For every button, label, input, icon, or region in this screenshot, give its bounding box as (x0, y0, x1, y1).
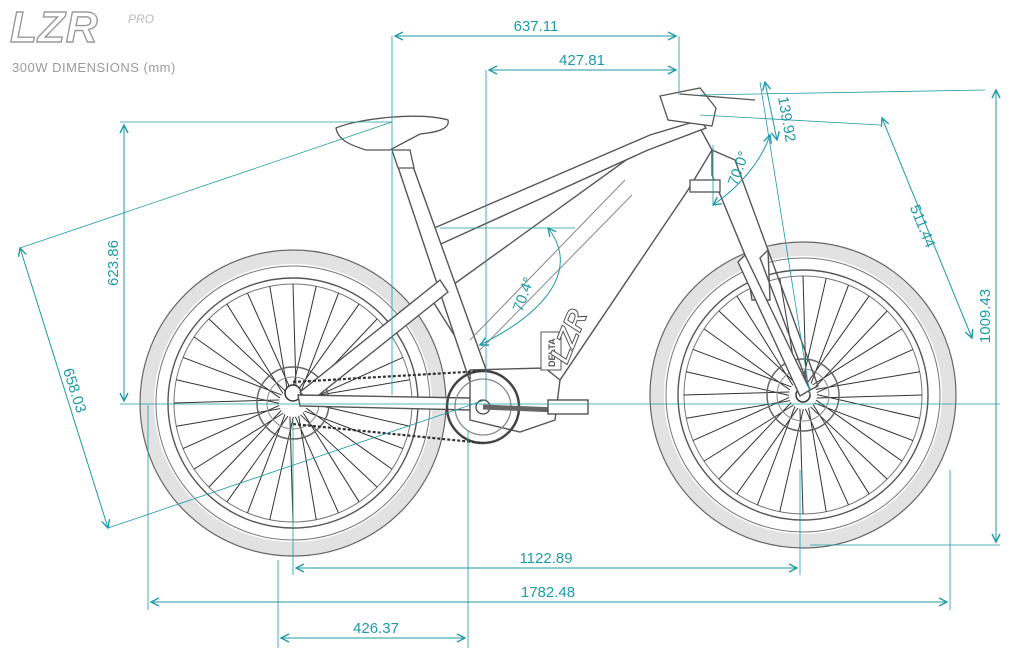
spoke (808, 407, 827, 512)
spoke (804, 408, 849, 506)
chain (292, 369, 484, 445)
front-wheel (649, 241, 957, 549)
front-disc-rotor (766, 358, 840, 432)
spoke (814, 310, 888, 388)
spoke (779, 408, 804, 512)
spoke (802, 275, 807, 382)
spoke (686, 371, 790, 396)
spoke (176, 408, 281, 427)
spoke (718, 402, 792, 480)
spoke (807, 295, 870, 383)
chain-stay (297, 394, 471, 411)
dim-label-d7: 658.03 (59, 366, 89, 415)
dim-label-d4: 511.44 (906, 202, 939, 250)
spoke (226, 415, 289, 503)
spoke (269, 286, 288, 391)
spoke (815, 371, 920, 390)
spoke (305, 407, 393, 470)
dim-label-d9: 1782.48 (521, 584, 575, 601)
spoke (173, 399, 280, 404)
spoke (300, 292, 340, 392)
spoke (799, 408, 804, 515)
spoke (302, 412, 360, 503)
dim-label-d6: 1009.43 (977, 289, 994, 343)
spoke (692, 348, 792, 388)
spoke (193, 412, 284, 470)
spoke (812, 404, 870, 495)
dimension-lines (20, 36, 1000, 648)
spoke (193, 336, 281, 399)
spoke (247, 292, 292, 390)
spoke (269, 416, 294, 520)
spoke (292, 286, 317, 390)
spoke (298, 415, 317, 520)
spoke (246, 414, 286, 514)
spoke (289, 416, 294, 523)
spoke (692, 396, 790, 441)
spoke (182, 356, 282, 396)
dim-label-d10: 426.37 (353, 620, 399, 637)
dim-line-d4 (882, 118, 972, 338)
spoke (297, 303, 360, 391)
dim-label-d8: 1122.89 (519, 550, 572, 567)
head-angle-arc (713, 135, 770, 205)
spoke (815, 399, 903, 462)
spoke (802, 278, 827, 382)
spoke (703, 328, 791, 391)
spoke (176, 379, 280, 404)
front-spokes (683, 275, 923, 515)
pedal (547, 399, 589, 415)
seat-angle-arc (480, 228, 561, 345)
spoke (683, 391, 790, 396)
spoke (226, 303, 284, 394)
head-angle-label: 70.0° (725, 149, 753, 188)
diagram-subtitle: 300W DIMENSIONS (mm) (12, 60, 176, 75)
spoke (294, 416, 339, 514)
spoke (736, 295, 794, 386)
spoke (736, 407, 799, 495)
dim-line-d7 (20, 248, 108, 528)
spoke (718, 310, 796, 384)
spoke (816, 349, 914, 394)
dim-label-d1: 637.11 (514, 18, 559, 35)
dim-line-d3 (765, 82, 777, 140)
spoke (816, 394, 920, 419)
spoke (208, 410, 282, 488)
spoke (810, 284, 850, 384)
spoke (814, 402, 914, 442)
brand-block: LZR PRO (9, 3, 154, 52)
spoke (182, 404, 280, 449)
spoke (810, 406, 888, 480)
dim-label-d5: 623.86 (105, 240, 122, 286)
spoke (816, 394, 923, 399)
spoke (756, 406, 796, 506)
spoke (686, 400, 791, 419)
logo: LZR (9, 3, 99, 52)
drivetrain (292, 369, 589, 445)
spoke (703, 404, 794, 462)
dimension-labels: 637.11 427.81 623.86 1009.43 658.03 511.… (59, 18, 994, 637)
dim-label-d2: 427.81 (559, 52, 605, 69)
spoke (208, 318, 286, 392)
spoke (292, 283, 297, 390)
frame-sticker: DELTA (547, 338, 557, 367)
bike: DELTA LZR (139, 87, 957, 557)
logo-suffix: PRO (128, 12, 155, 26)
